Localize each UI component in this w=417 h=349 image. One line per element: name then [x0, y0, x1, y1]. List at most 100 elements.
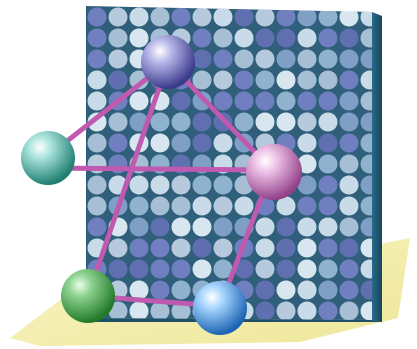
lattice-dot — [297, 196, 317, 216]
lattice-dot — [87, 175, 107, 195]
lattice-dot — [360, 133, 372, 153]
lattice-dot — [318, 238, 338, 258]
lattice-dot — [297, 175, 317, 195]
lattice-dot — [150, 112, 170, 132]
lattice-dot — [192, 175, 212, 195]
lattice-dot — [360, 301, 372, 320]
lattice-dot — [297, 112, 317, 132]
lattice-dot — [339, 112, 359, 132]
left-sphere — [21, 131, 75, 185]
lattice-dot — [339, 28, 359, 48]
lattice-dot — [87, 7, 107, 27]
lattice-dot — [360, 175, 372, 195]
lattice-dot — [276, 259, 296, 279]
bond-left-right — [45, 165, 275, 173]
lattice-dot — [318, 259, 338, 279]
lattice-dot — [171, 91, 191, 111]
lattice-dot — [129, 7, 149, 27]
lattice-dot — [360, 28, 372, 48]
lattice-dot — [129, 259, 149, 279]
lattice-dot — [255, 91, 275, 111]
lattice-dot — [318, 217, 338, 237]
lattice-dot — [129, 301, 149, 320]
lattice-dot — [318, 70, 338, 90]
lattice-dot — [87, 28, 107, 48]
lattice-dot — [108, 301, 128, 320]
lattice-dot — [213, 49, 233, 69]
lattice-dot — [192, 196, 212, 216]
lattice-dot — [213, 217, 233, 237]
lattice-dot — [339, 238, 359, 258]
lattice-dot — [192, 28, 212, 48]
lattice-dot — [87, 133, 107, 153]
lattice-dot — [360, 70, 372, 90]
lattice-dot — [318, 49, 338, 69]
lattice-dot — [87, 196, 107, 216]
lattice-dot — [171, 280, 191, 300]
lattice-dot — [339, 301, 359, 320]
lattice-dot — [255, 70, 275, 90]
lattice-dot — [108, 70, 128, 90]
lattice-dot — [297, 217, 317, 237]
lattice-dot — [339, 70, 359, 90]
lattice-dot — [360, 238, 372, 258]
lattice-dot — [87, 91, 107, 111]
lattice-dot — [87, 112, 107, 132]
lattice-dot — [213, 238, 233, 258]
lattice-dot — [150, 301, 170, 320]
lattice-dot — [276, 49, 296, 69]
lattice-dot — [234, 49, 254, 69]
lattice-dot — [171, 259, 191, 279]
lattice-dot — [234, 28, 254, 48]
lattice-dot — [129, 238, 149, 258]
lattice-dot — [234, 259, 254, 279]
lattice-dot — [276, 217, 296, 237]
lattice-dot — [108, 28, 128, 48]
lattice-dot — [171, 133, 191, 153]
lattice-dot — [213, 7, 233, 27]
lattice-dot — [276, 112, 296, 132]
lattice-dot — [297, 154, 317, 174]
lattice-dot — [171, 112, 191, 132]
lattice-dot — [192, 238, 212, 258]
lattice-dot — [255, 301, 275, 320]
lattice-dot — [339, 133, 359, 153]
lattice-dot — [108, 112, 128, 132]
lattice-dot — [297, 28, 317, 48]
lattice-dot — [318, 91, 338, 111]
lattice-dot — [297, 259, 317, 279]
lattice-dot — [150, 133, 170, 153]
lattice-dot — [171, 217, 191, 237]
lattice-dot — [129, 280, 149, 300]
lattice-dot — [129, 175, 149, 195]
lattice-dot — [171, 238, 191, 258]
lattice-dot — [108, 238, 128, 258]
lattice-dot — [297, 301, 317, 320]
lattice-dot — [150, 175, 170, 195]
lattice-dot — [150, 280, 170, 300]
lattice-dot — [255, 7, 275, 27]
lattice-dot — [360, 259, 372, 279]
lattice-dot — [129, 70, 149, 90]
lattice-dot — [318, 112, 338, 132]
lattice-dot — [192, 112, 212, 132]
lattice-dot — [129, 28, 149, 48]
bond-top-bottom-left — [85, 59, 171, 299]
lattice-dot — [255, 49, 275, 69]
lattice-dot — [339, 7, 359, 27]
lattice-dot — [255, 238, 275, 258]
lattice-dot — [318, 196, 338, 216]
lattice-dot — [87, 217, 107, 237]
lattice-dot — [360, 112, 372, 132]
lattice-dot — [192, 217, 212, 237]
lattice-dot — [108, 7, 128, 27]
lattice-dot — [276, 280, 296, 300]
lattice-dot — [234, 196, 254, 216]
lattice-dot — [255, 259, 275, 279]
lattice-dot — [276, 7, 296, 27]
lattice-dot — [339, 91, 359, 111]
lattice-dot — [297, 49, 317, 69]
lattice-dot — [171, 7, 191, 27]
lattice-dot — [192, 49, 212, 69]
